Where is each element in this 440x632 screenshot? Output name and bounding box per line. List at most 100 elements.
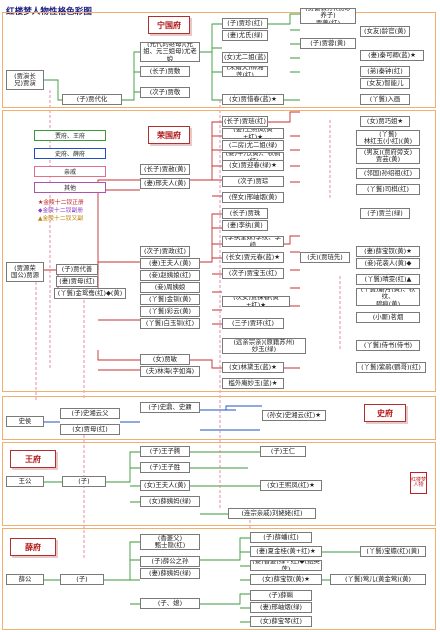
node-lin-daiyu: (女)林黛玉(蓝)★ [222,362,284,373]
node-sheyue: (丫鬟)麝月(黄)、秋纹、 碧痕(黄) [356,288,420,306]
node-wang-ziteng: (子)王子腾 [140,446,190,457]
legend-shi-xue: 史府、薛府 [34,148,106,159]
node-jia-yun: (男友)(贾府旁支) 贾芸(黄) [356,148,420,164]
node-jia-min: (女)贾敏 [140,354,190,365]
node-wang-son: (子) [62,476,106,487]
node-xiangling: (妾)香菱(绿+红)◆(甄英莲) [250,560,322,571]
node-shi-ding: (子)史鼎、史鼐 [140,402,200,413]
node-xue-baochai: (妻)薛宝钗(黄)★ [356,246,420,257]
xue-zone [2,528,436,630]
node-zhou-yiniang: (妾)周姨娘 [140,282,200,293]
legend-note-sub: ◆金陵十二钗副册 [38,208,84,214]
node-erjie-2: (二房)尤二姐(绿) [222,140,284,151]
house-xue: 薛府 [10,538,56,556]
node-jia-fu: (长子)贾敷 [140,66,190,77]
node-jia-yan: (贾演长 兄)贾演 [6,70,44,90]
node-ying-er: (丫鬟)莺儿(黄金莺)(黄) [330,574,426,585]
node-qin-keqing: (妻)秦可卿(蓝)★ [360,50,424,61]
node-jin-yuanyang: (丫鬟)金鸳鸯(红)◆(黄) [54,288,126,299]
node-ruhua: (丫鬟)入画 [360,94,410,105]
node-wang-zisheng: (子)王子胜 [140,462,190,473]
node-wang-xifeng-2: (女)王熙凤(红)★ [260,480,322,491]
rong-zone [2,110,436,392]
node-yu-chuan: (丫鬟)白玉钏(红) [140,318,200,329]
node-jia-she: (长子)贾赦(黄) [140,164,190,175]
node-xue-yima-2: (妻)薛姨妈(绿) [140,568,200,579]
node-jia-lan: (子)贾兰(绿) [360,208,410,219]
legend-relatives: 亲戚 [34,166,106,177]
ning-zone [2,12,436,108]
house-rong: 荣国府 [148,126,190,144]
node-qiaojie: (女)贾巧姐★ [360,116,410,127]
node-xing-xiuyan-2: (妻)邢岫烟(绿) [250,602,312,613]
node-xue-yima: (女)薛姨妈(绿) [140,496,200,507]
shi-zone [2,396,436,440]
node-xue-grandson: (子)薛公之孙 [140,556,200,567]
node-cai-yun: (丫鬟)彩云(黄) [140,306,200,317]
node-jia-daishan: (子)贾代善 [56,264,98,275]
node-jin-chuan: (丫鬟)金钏(黄) [140,294,200,305]
node-jia-zhu: (长子)贾珠 [222,208,268,219]
node-xue-er: (子、媳) [140,598,200,609]
node-jia-huan: (三子)贾环(红) [222,318,284,329]
node-wang-xifeng: (妻)王熙凤(黄+红)★ [222,128,284,139]
node-zhen-shiyin: (香菱父) 甄士隐(红) [140,534,200,550]
node-shishu: (丫鬟)侍书(侍书) [356,340,420,351]
node-you-erjie: (女)尤二姐(蓝) [222,52,268,63]
node-qin-zhong: (弟)秦钟(红) [360,66,410,77]
node-xia-jingui: (妻)夏金桂(黄+红)★ [250,546,322,557]
node-shi-xiangyun: (孙女)史湘云(红)★ [262,410,326,421]
node-miaoyu: (远亲宗亲)(原籍苏州) 妙玉(绿) [222,338,306,354]
node-jia-daihua: (子)贾代化 [62,94,122,105]
node-jia-zheng: (次子)贾政(红) [140,246,190,257]
node-liu-xianglian: (未婚夫)柳湘莲(红) [222,66,268,77]
house-ning: 宁国府 [148,16,190,34]
node-yingchun: (女)贾迎春(绿)★ [222,160,284,171]
node-xue-pan: (子)薛蟠(红) [250,532,312,543]
node-yuanchun: (长女)贾元春(蓝)★ [222,252,284,263]
house-shi: 史府 [364,404,406,422]
legend-other: 其他 [34,182,106,193]
node-xing-xiuyan: (侄女)邢岫烟(黄) [222,192,284,203]
node-wang-furen: (妻)王夫人(黄) [140,258,200,269]
node-you-laoniang: (元代的继母)(元 姐、元三姐母)尤老娘 [140,42,200,62]
node-emperor: (夫)(贾琏先) [300,252,350,263]
node-jia-qiang: (贾蔷玄孙)(贾珍养子) 贾蔷(红) [300,8,356,24]
node-miaoyu-2: 槛外庵妙玉(蓝)★ [222,378,284,389]
node-xichun: (女)贾惜春(蓝)★ [222,94,284,105]
node-siqi: (丫鬟)司棋(红) [356,184,420,195]
node-jia-mu: (妻)贾母(红) [56,276,98,287]
node-shi-hou: 史侯 [6,416,44,427]
node-jia-jing: (次子)贾敬 [140,87,190,98]
node-xue-son: (子) [60,574,104,585]
node-xing-furen: (妻)邢夫人(黄) [140,178,190,189]
legend-jia-wang: 贾府、王府 [34,130,106,141]
node-jia-rong: (子)贾蓉(黄) [300,38,356,49]
node-xue-gong: 薛公 [6,574,44,585]
node-xue-baoqin: (女)薛宝琴(红) [250,616,312,627]
node-wang-ren: (子)王仁 [260,446,306,457]
node-wang-furen-2: (女)王夫人(黄) [140,480,190,491]
node-li-wen: (李纨堂妹)李纹、李绮 [222,236,284,247]
node-jia-lian: (长子)贾琏(红) [222,116,268,127]
node-liu-laolao: (连宗亲戚)刘姥姥(红) [228,508,316,519]
node-wang-gong: 王公 [6,476,44,487]
node-zhineng: (女友)智能儿 [360,78,410,89]
node-you-shi: (妻)尤氏(绿) [222,30,268,41]
node-lin-ruhai: (夫)林海(字如海) [140,366,200,377]
node-mingyan: (小厮)茗烟 [356,312,420,323]
node-lingguan: (女友)龄官(黄) [360,26,410,37]
node-qingwen: (丫鬟)晴雯(红)▲ [356,274,420,285]
node-baoyu: (次子)贾宝玉(红) [222,268,284,279]
legend-note-alt: ▲金陵十二钗又副 [38,216,84,222]
node-xue-ke: (子)薛蝌 [250,590,312,601]
node-baochan: (丫鬟)宝蟾(红)(黄) [360,546,426,557]
node-tanchun: (次女)贾探春(黄+红)★ [222,296,290,307]
node-lin-hongyu: (丫鬟) 林红玉(小红)(黄) [356,130,420,146]
node-jia-mu-2: (女)贾母(红) [60,424,120,435]
node-zhao-yiniang: (妾)赵姨娘(红) [140,270,200,281]
node-jia-yuan: (贾源荣 国公)贾源 [6,262,44,282]
seal-stamp: 红楼梦人物 [410,472,427,494]
node-shi-xiangyun-father: (子)史湘云父 [60,408,120,419]
